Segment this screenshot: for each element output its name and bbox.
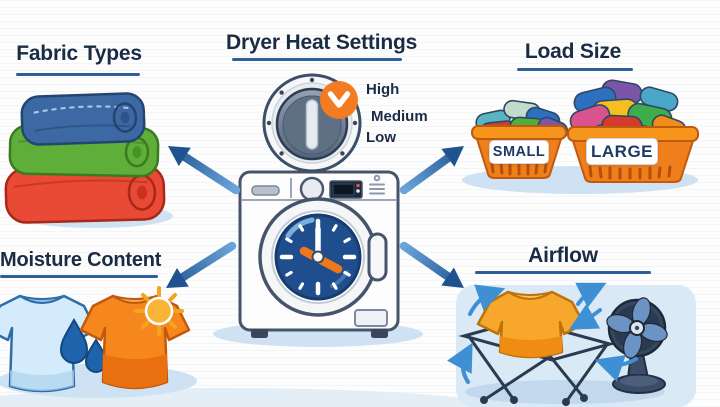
fan-icon <box>606 297 668 394</box>
large-basket-clothes <box>569 79 687 140</box>
door-handle <box>367 232 388 282</box>
large-basket <box>567 79 699 183</box>
wet-shirt-collar <box>19 295 65 304</box>
airflow-underline <box>475 271 651 274</box>
dry-shirt-collar <box>112 295 158 304</box>
airflow-illustration <box>447 282 696 407</box>
airflow-arrows <box>447 282 638 384</box>
airflow-title: Airflow <box>528 244 598 267</box>
dial-pointer <box>305 99 319 150</box>
program-knob <box>299 176 325 202</box>
heat-settings-title: Dryer Heat Settings <box>226 31 418 54</box>
wet-shirt <box>0 294 98 393</box>
heat-settings-underline <box>232 58 402 61</box>
small-basket <box>471 99 569 179</box>
fan-blades <box>606 297 668 359</box>
rack-shirt-collar <box>507 291 553 300</box>
moisture-underline <box>0 275 158 278</box>
small-basket-slots <box>490 162 548 176</box>
fabric-types-title: Fabric Types <box>16 42 142 65</box>
baskets-illustration <box>462 79 699 194</box>
sun-icon <box>134 286 184 336</box>
moisture-illustration <box>0 286 197 398</box>
vent-lines <box>369 174 385 195</box>
heat-level-low: Low <box>366 129 396 146</box>
small-basket-label-text: SMALL <box>492 144 546 160</box>
chevron-down-icon <box>327 91 351 108</box>
machine-foot-left <box>251 329 268 338</box>
large-basket-label-text: LARGE <box>591 141 653 161</box>
detergent-drawer <box>251 185 280 196</box>
selected-badge <box>320 81 358 119</box>
load-size-underline <box>517 68 633 71</box>
large-basket-slots <box>588 165 672 180</box>
clock-center-cap <box>311 250 325 264</box>
fabric-types-underline <box>16 73 140 76</box>
towel-blue <box>20 92 146 146</box>
dryer-machine-illustration <box>213 170 423 347</box>
load-size-title: Load Size <box>524 40 622 63</box>
towel-stack-illustration <box>4 92 173 228</box>
heat-dial-illustration <box>262 73 362 173</box>
small-basket-rim <box>471 125 567 140</box>
heat-level-high: High <box>366 81 400 98</box>
filter-hatch <box>354 309 388 327</box>
large-basket-label: LARGE <box>586 138 658 165</box>
moisture-title: Moisture Content <box>0 249 162 271</box>
heat-level-medium: Medium <box>371 108 428 125</box>
digital-display <box>329 180 363 199</box>
machine-foot-right <box>371 329 388 338</box>
small-basket-label: SMALL <box>489 140 549 164</box>
